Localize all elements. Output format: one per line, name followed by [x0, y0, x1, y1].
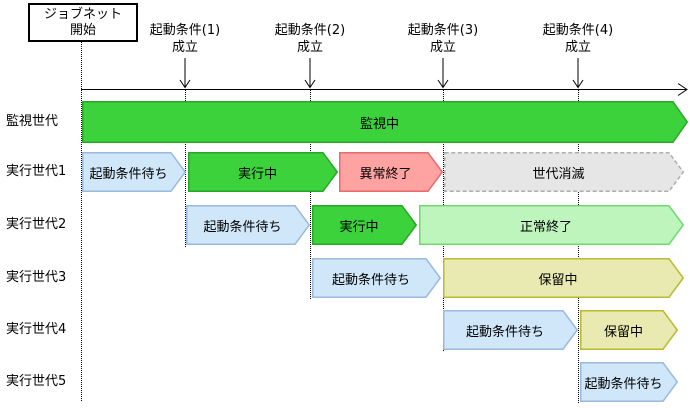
bar-state-label: 異常終了: [359, 166, 412, 182]
bar-shape: [443, 258, 685, 298]
down-arrow-icon: [437, 58, 449, 89]
condition-label-line1: 起動条件(4): [542, 23, 614, 38]
row-label: 実行世代3: [6, 270, 67, 285]
bar-state-label: 起動条件待ち: [584, 376, 663, 392]
bar-state-label: 保留中: [603, 324, 643, 340]
down-arrow-icon: [572, 58, 584, 89]
row-label: 監視世代: [6, 114, 59, 129]
down-arrow-icon: [304, 58, 316, 89]
bar-shape: [580, 362, 679, 402]
condition-dashed-line: [578, 90, 579, 403]
bar-waiting: 起動条件待ち: [580, 362, 679, 402]
bar-shape: [188, 152, 339, 192]
bar-state-label: 正常終了: [519, 219, 572, 235]
condition-label-line1: 起動条件(1): [149, 23, 221, 38]
condition-label: 起動条件(2) 成立: [235, 22, 385, 56]
condition-label-line1: 起動条件(2): [274, 23, 346, 38]
bar-state-label: 起動条件待ち: [465, 324, 544, 340]
condition-dashed-line: [310, 90, 311, 299]
condition-label-line1: 起動条件(3): [407, 23, 479, 38]
bar-shape: [443, 310, 579, 350]
bar-shape: [82, 152, 187, 192]
condition-label-line2: 成立: [296, 40, 323, 55]
bar-shape: [419, 205, 685, 245]
bar-waiting: 起動条件待ち: [186, 205, 311, 245]
condition-label: 起動条件(4) 成立: [503, 22, 653, 56]
bar-shape: [444, 152, 685, 192]
bar-shape: [580, 310, 679, 350]
bar-running: 実行中: [312, 205, 418, 245]
bar-state-label: 起動条件待ち: [89, 166, 168, 182]
condition-dashed-line: [185, 90, 186, 247]
jobnet-start-line2: 開始: [69, 22, 96, 38]
bar-waiting: 起動条件待ち: [82, 152, 187, 192]
bar-monitoring: 監視中: [82, 101, 689, 143]
condition-label-line2: 成立: [429, 40, 456, 55]
bar-state-label: 世代消滅: [532, 166, 585, 182]
start-dotted-line: [81, 42, 82, 401]
bar-state-label: 監視中: [359, 116, 399, 132]
bar-abnormal: 異常終了: [339, 152, 444, 192]
timeline-arrow-icon: [81, 83, 688, 96]
row-label: 実行世代1: [6, 164, 67, 179]
bar-normal_end: 正常終了: [419, 205, 685, 245]
bar-state-label: 実行中: [339, 219, 379, 235]
bar-hold: 保留中: [443, 258, 685, 298]
down-arrow-icon: [179, 58, 191, 89]
condition-label-line2: 成立: [564, 40, 591, 55]
bar-shape: [312, 258, 442, 298]
row-label: 実行世代4: [6, 322, 67, 337]
row-label: 実行世代2: [6, 217, 67, 232]
bar-shape: [186, 205, 311, 245]
bar-waiting: 起動条件待ち: [443, 310, 579, 350]
jobnet-start-box: ジョブネット 開始: [28, 3, 138, 42]
bar-hold: 保留中: [580, 310, 679, 350]
condition-label: 起動条件(3) 成立: [368, 22, 518, 56]
bar-state-label: 起動条件待ち: [203, 219, 282, 235]
bar-waiting: 起動条件待ち: [312, 258, 442, 298]
condition-label: 起動条件(1) 成立: [110, 22, 260, 56]
bar-state-label: 保留中: [538, 272, 578, 288]
bar-state-label: 起動条件待ち: [331, 272, 410, 288]
row-label: 実行世代5: [6, 374, 67, 389]
bar-shape: [82, 101, 689, 143]
jobnet-start-line1: ジョブネット: [43, 6, 122, 22]
bar-shape: [339, 152, 444, 192]
bar-state-label: 実行中: [237, 166, 277, 182]
condition-label-line2: 成立: [171, 40, 198, 55]
bar-vanished: 世代消滅: [444, 152, 685, 192]
bar-running: 実行中: [188, 152, 339, 192]
bar-shape: [312, 205, 418, 245]
